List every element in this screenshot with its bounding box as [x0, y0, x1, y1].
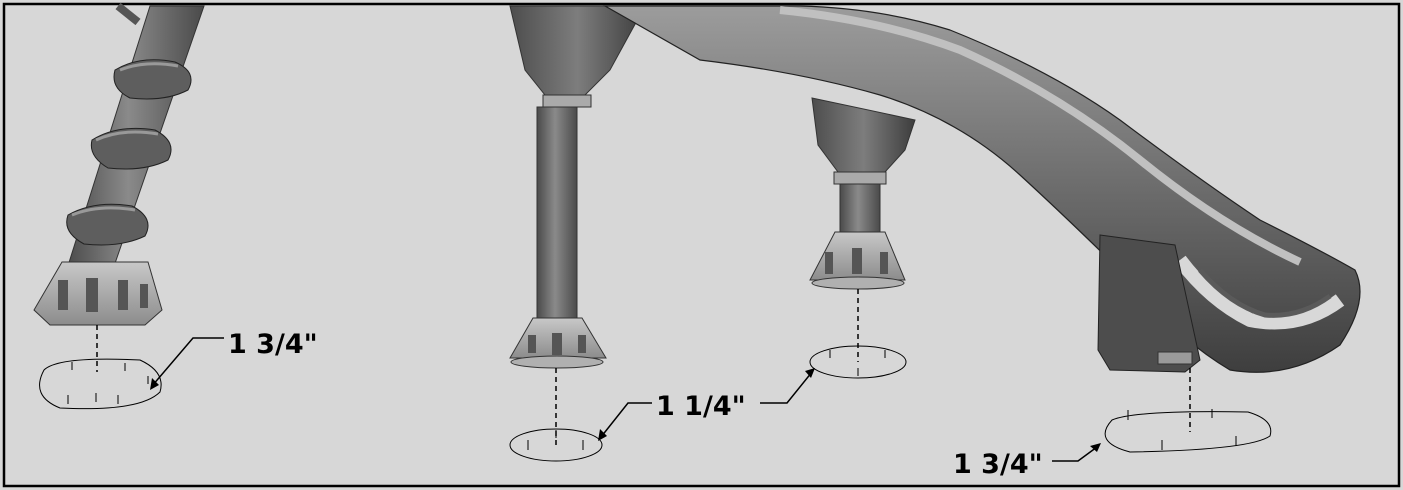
- post-footing-base: [509, 317, 607, 369]
- center-leader-arrow-left: [598, 429, 607, 441]
- ladder-step: [66, 203, 149, 246]
- center-leader-line-left: [600, 402, 652, 438]
- wave-slide: [602, 5, 1361, 462]
- slide-footing-dimension-label: 1 3/4": [953, 449, 1043, 480]
- slide-leader-line: [1052, 446, 1098, 462]
- post-tube: [839, 183, 881, 240]
- ladder-footing-base: [33, 261, 163, 326]
- ladder-footprint-ticks: [67, 362, 149, 404]
- rear-post-footprint: [809, 345, 907, 379]
- post-footing-base: [809, 231, 906, 290]
- spiral-ladder: [33, 2, 224, 410]
- slide-base: [1097, 234, 1201, 373]
- center-leader-arrow-right: [805, 368, 815, 378]
- center-leader-line-right: [760, 371, 813, 404]
- ladder-footprint: [39, 358, 162, 410]
- ladder-leader-line: [151, 337, 224, 387]
- slide-exit-lip: [1174, 255, 1345, 330]
- ladder-leader-arrow: [150, 378, 159, 390]
- ladder-handrail: [115, 2, 141, 26]
- ladder-footing-dimension-label: 1 3/4": [228, 329, 318, 360]
- slide-rim: [779, 6, 1302, 266]
- support-post-front: [509, 5, 652, 462]
- ladder-step: [90, 127, 172, 170]
- post-footing-dimension-label: 1 1/4": [656, 391, 746, 422]
- support-post-rear: [760, 97, 916, 404]
- post-tube: [536, 106, 578, 330]
- slide-footprint: [1104, 411, 1272, 453]
- front-post-footprint: [509, 428, 603, 462]
- slide-leader-arrow: [1090, 443, 1101, 452]
- ladder-step: [113, 59, 192, 100]
